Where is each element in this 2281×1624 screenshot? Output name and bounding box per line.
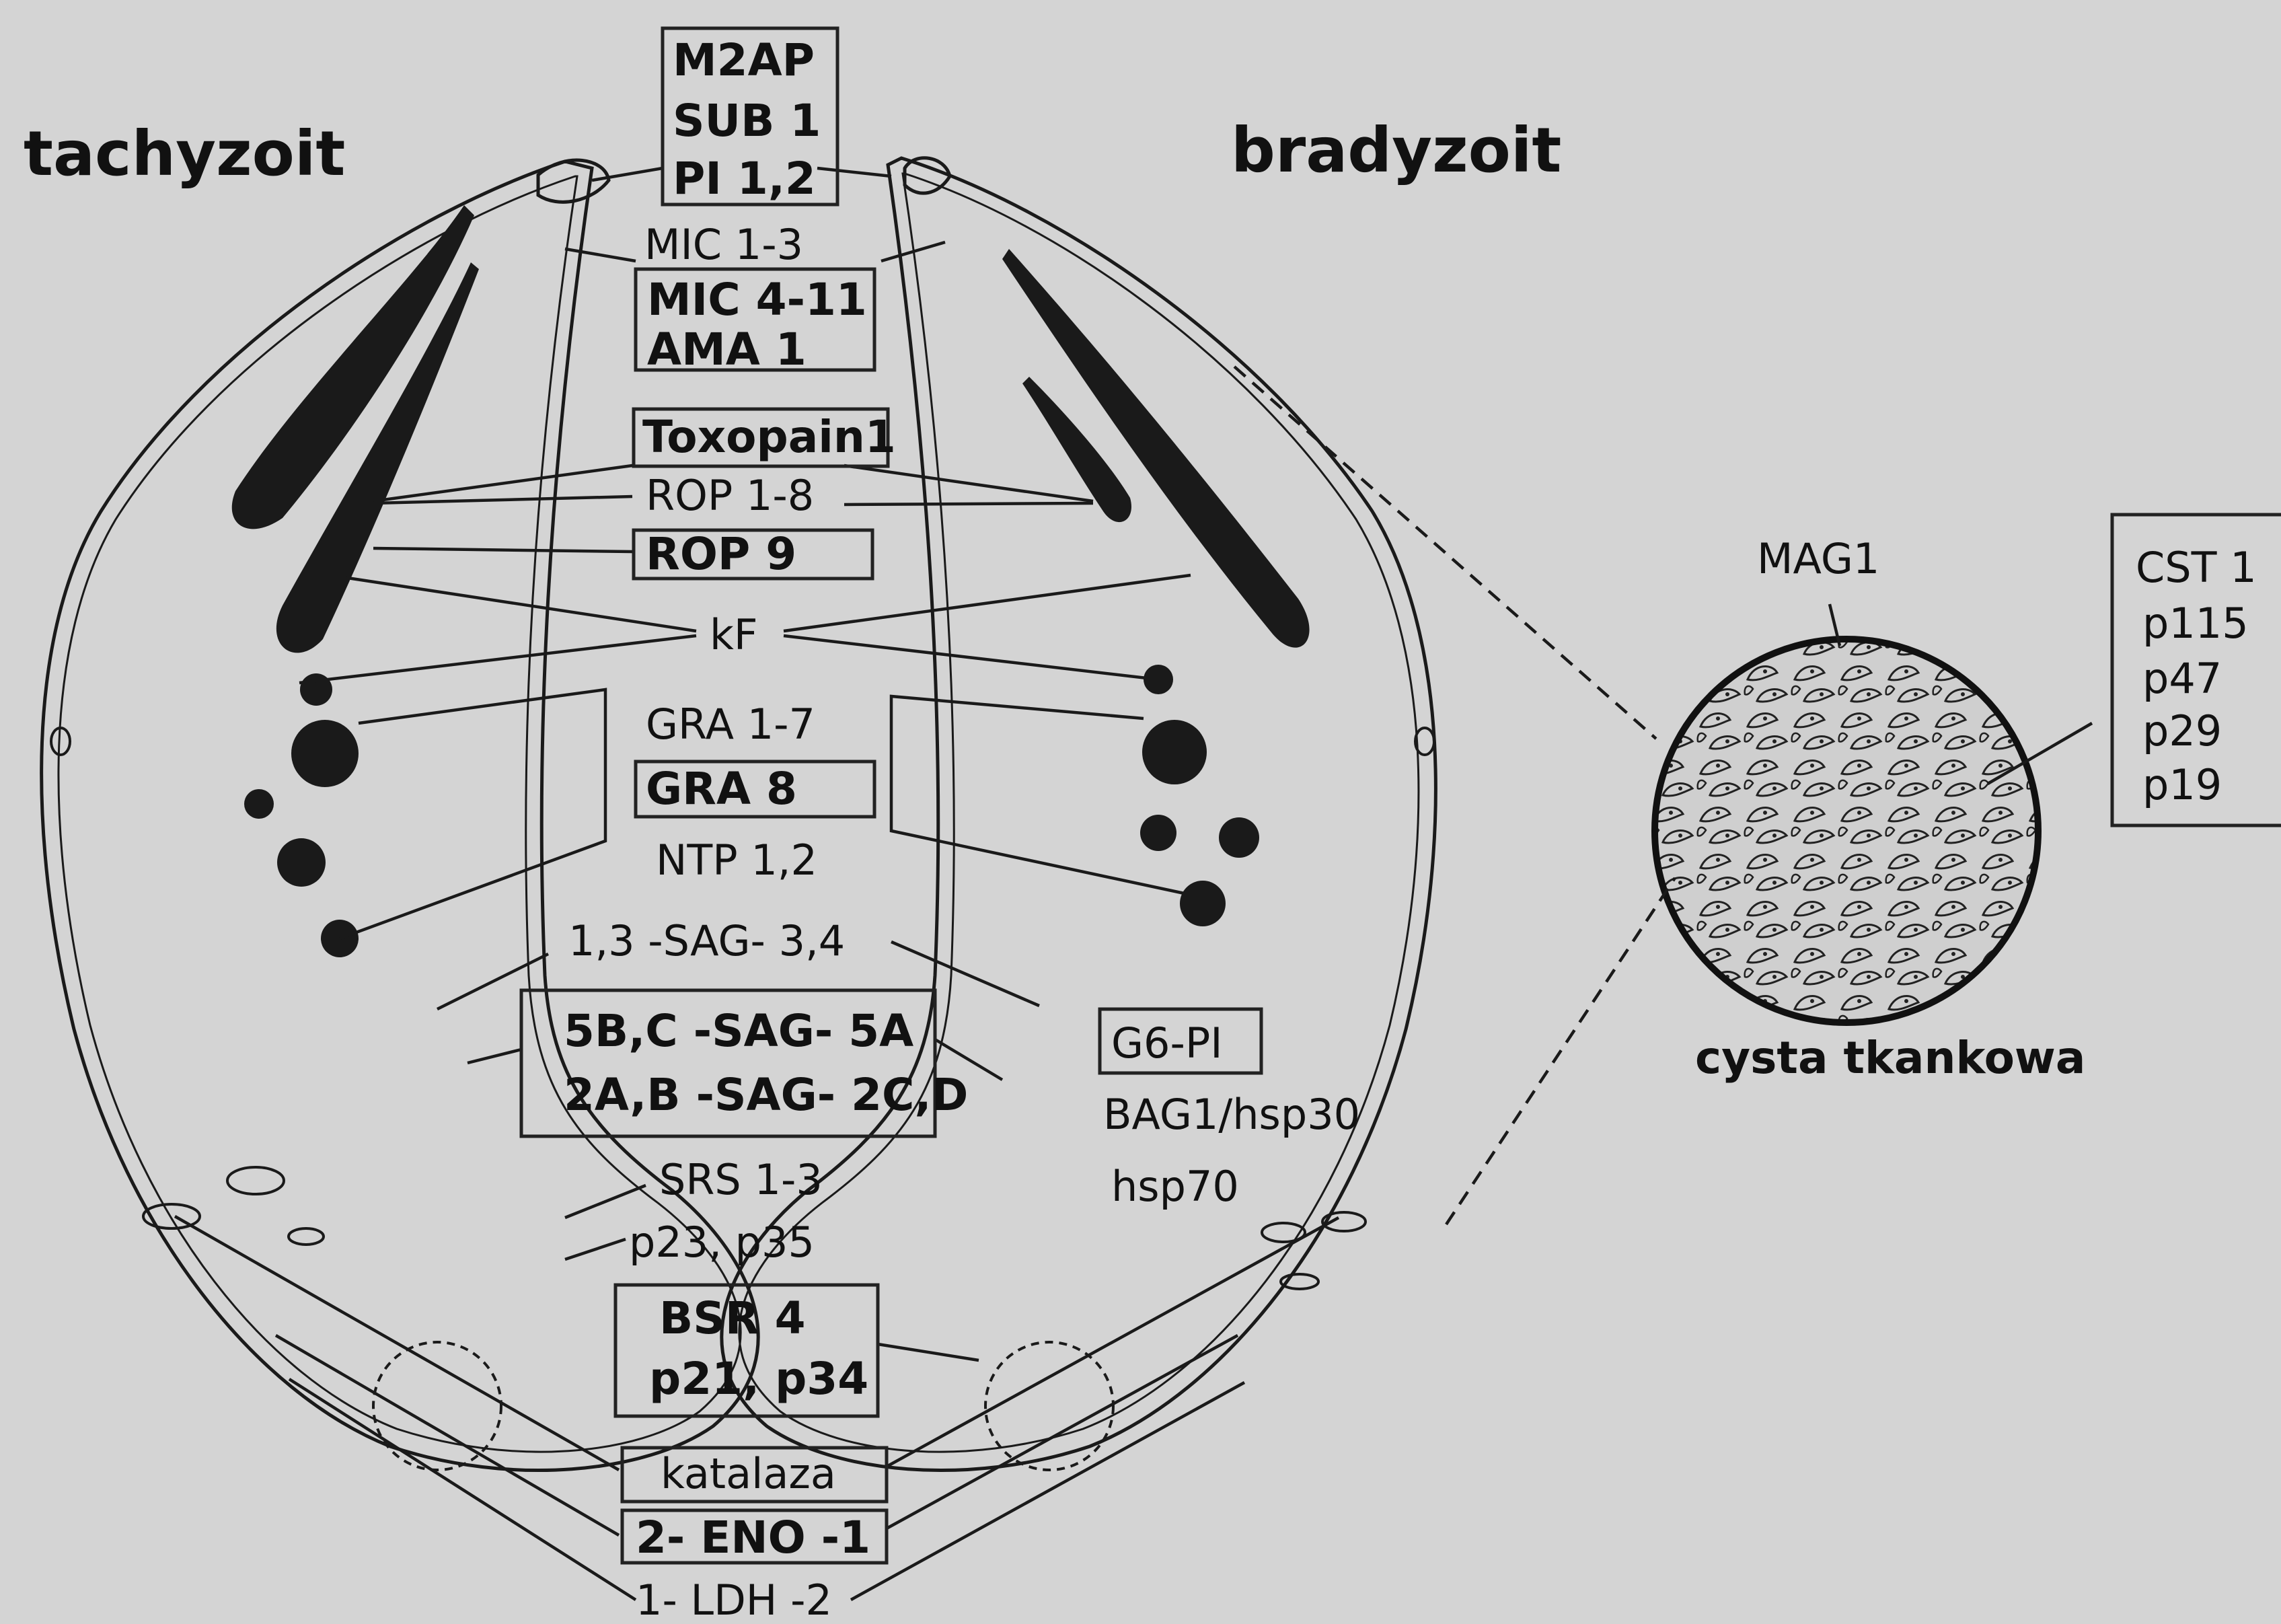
- label-p23p35: p23, p35: [629, 1218, 815, 1267]
- label-g6pi: G6-PI: [1111, 1019, 1223, 1068]
- label-toxopain1: Toxopain1: [642, 411, 896, 463]
- cyst-list-item: p29: [2142, 706, 2222, 755]
- bradyzoite-granule-3: [1140, 815, 1176, 851]
- bradyzoite-granule-4: [1219, 817, 1259, 858]
- tachyzoite-granule-4: [277, 838, 326, 887]
- label-m2ap: M2AP: [673, 34, 815, 86]
- tachyzoite-granule-3: [244, 789, 274, 819]
- label-rop9: ROP 9: [646, 528, 796, 580]
- label-gra17: GRA 1-7: [646, 700, 815, 749]
- bradyzoite-granule-2: [1142, 720, 1207, 784]
- label-hsp70: hsp70: [1111, 1162, 1239, 1211]
- tachyzoite-vesicle-3: [289, 1228, 324, 1245]
- cyst-list-item: p47: [2142, 654, 2222, 703]
- heading-tachyzoit: tachyzoit: [24, 118, 345, 190]
- bradyzoite-granule-5: [1180, 881, 1226, 926]
- label-katalaza: katalaza: [661, 1449, 836, 1498]
- zoom-line-lower: [1446, 878, 1675, 1224]
- label-p21p34: p21, p34: [649, 1353, 868, 1405]
- label-sag-5bc5a: 5B,C -SAG- 5A: [564, 1005, 913, 1057]
- bradyzoite-mitochondrion: [985, 1342, 1113, 1470]
- bradyzoite-micropore: [1415, 728, 1434, 755]
- label-ldh: 1- LDH -2: [636, 1576, 832, 1624]
- label-srs13: SRS 1-3: [659, 1155, 823, 1204]
- heading-cysta-tkankowa: cysta tkankowa: [1695, 1032, 2085, 1084]
- label-mic411: MIC 4-11: [647, 274, 867, 326]
- label-sag-1334: 1,3 -SAG- 3,4: [568, 916, 845, 965]
- tachyzoite-mitochondrion: [373, 1342, 501, 1470]
- label-mic13: MIC 1-3: [644, 220, 803, 269]
- tachyzoite-granule-2: [291, 720, 359, 787]
- label-bag1-hsp30: BAG1/hsp30: [1103, 1090, 1360, 1139]
- cyst-list-item: p19: [2142, 760, 2222, 809]
- label-gra8: GRA 8: [646, 763, 797, 815]
- label-sub1: SUB 1: [673, 95, 821, 147]
- tissue-cyst: [1655, 639, 2038, 1023]
- label-kf: kF: [710, 610, 758, 659]
- tissue-cyst-body: [1655, 639, 2038, 1023]
- bradyzoite-rhoptry-1: [1002, 249, 1310, 648]
- label-sag-2ab2cd: 2A,B -SAG- 2C,D: [564, 1069, 968, 1121]
- tachyzoite-vesicle-1: [227, 1167, 284, 1194]
- cyst-list-item: CST 1: [2136, 543, 2257, 592]
- cyst-list-item: p115: [2142, 599, 2249, 648]
- label-ama1: AMA 1: [647, 324, 807, 375]
- label-bsr4: BSR 4: [659, 1292, 806, 1344]
- label-ntp12: NTP 1,2: [656, 836, 817, 885]
- label-pi12: PI 1,2: [673, 153, 816, 205]
- label-rop18: ROP 1-8: [646, 471, 814, 520]
- heading-bradyzoit: bradyzoit: [1231, 114, 1561, 186]
- bradyzoite-cell: [722, 158, 1436, 1471]
- label-eno: 2- ENO -1: [636, 1512, 870, 1563]
- label-mag1: MAG1: [1757, 534, 1879, 583]
- zoom-line-upper: [1234, 367, 1656, 739]
